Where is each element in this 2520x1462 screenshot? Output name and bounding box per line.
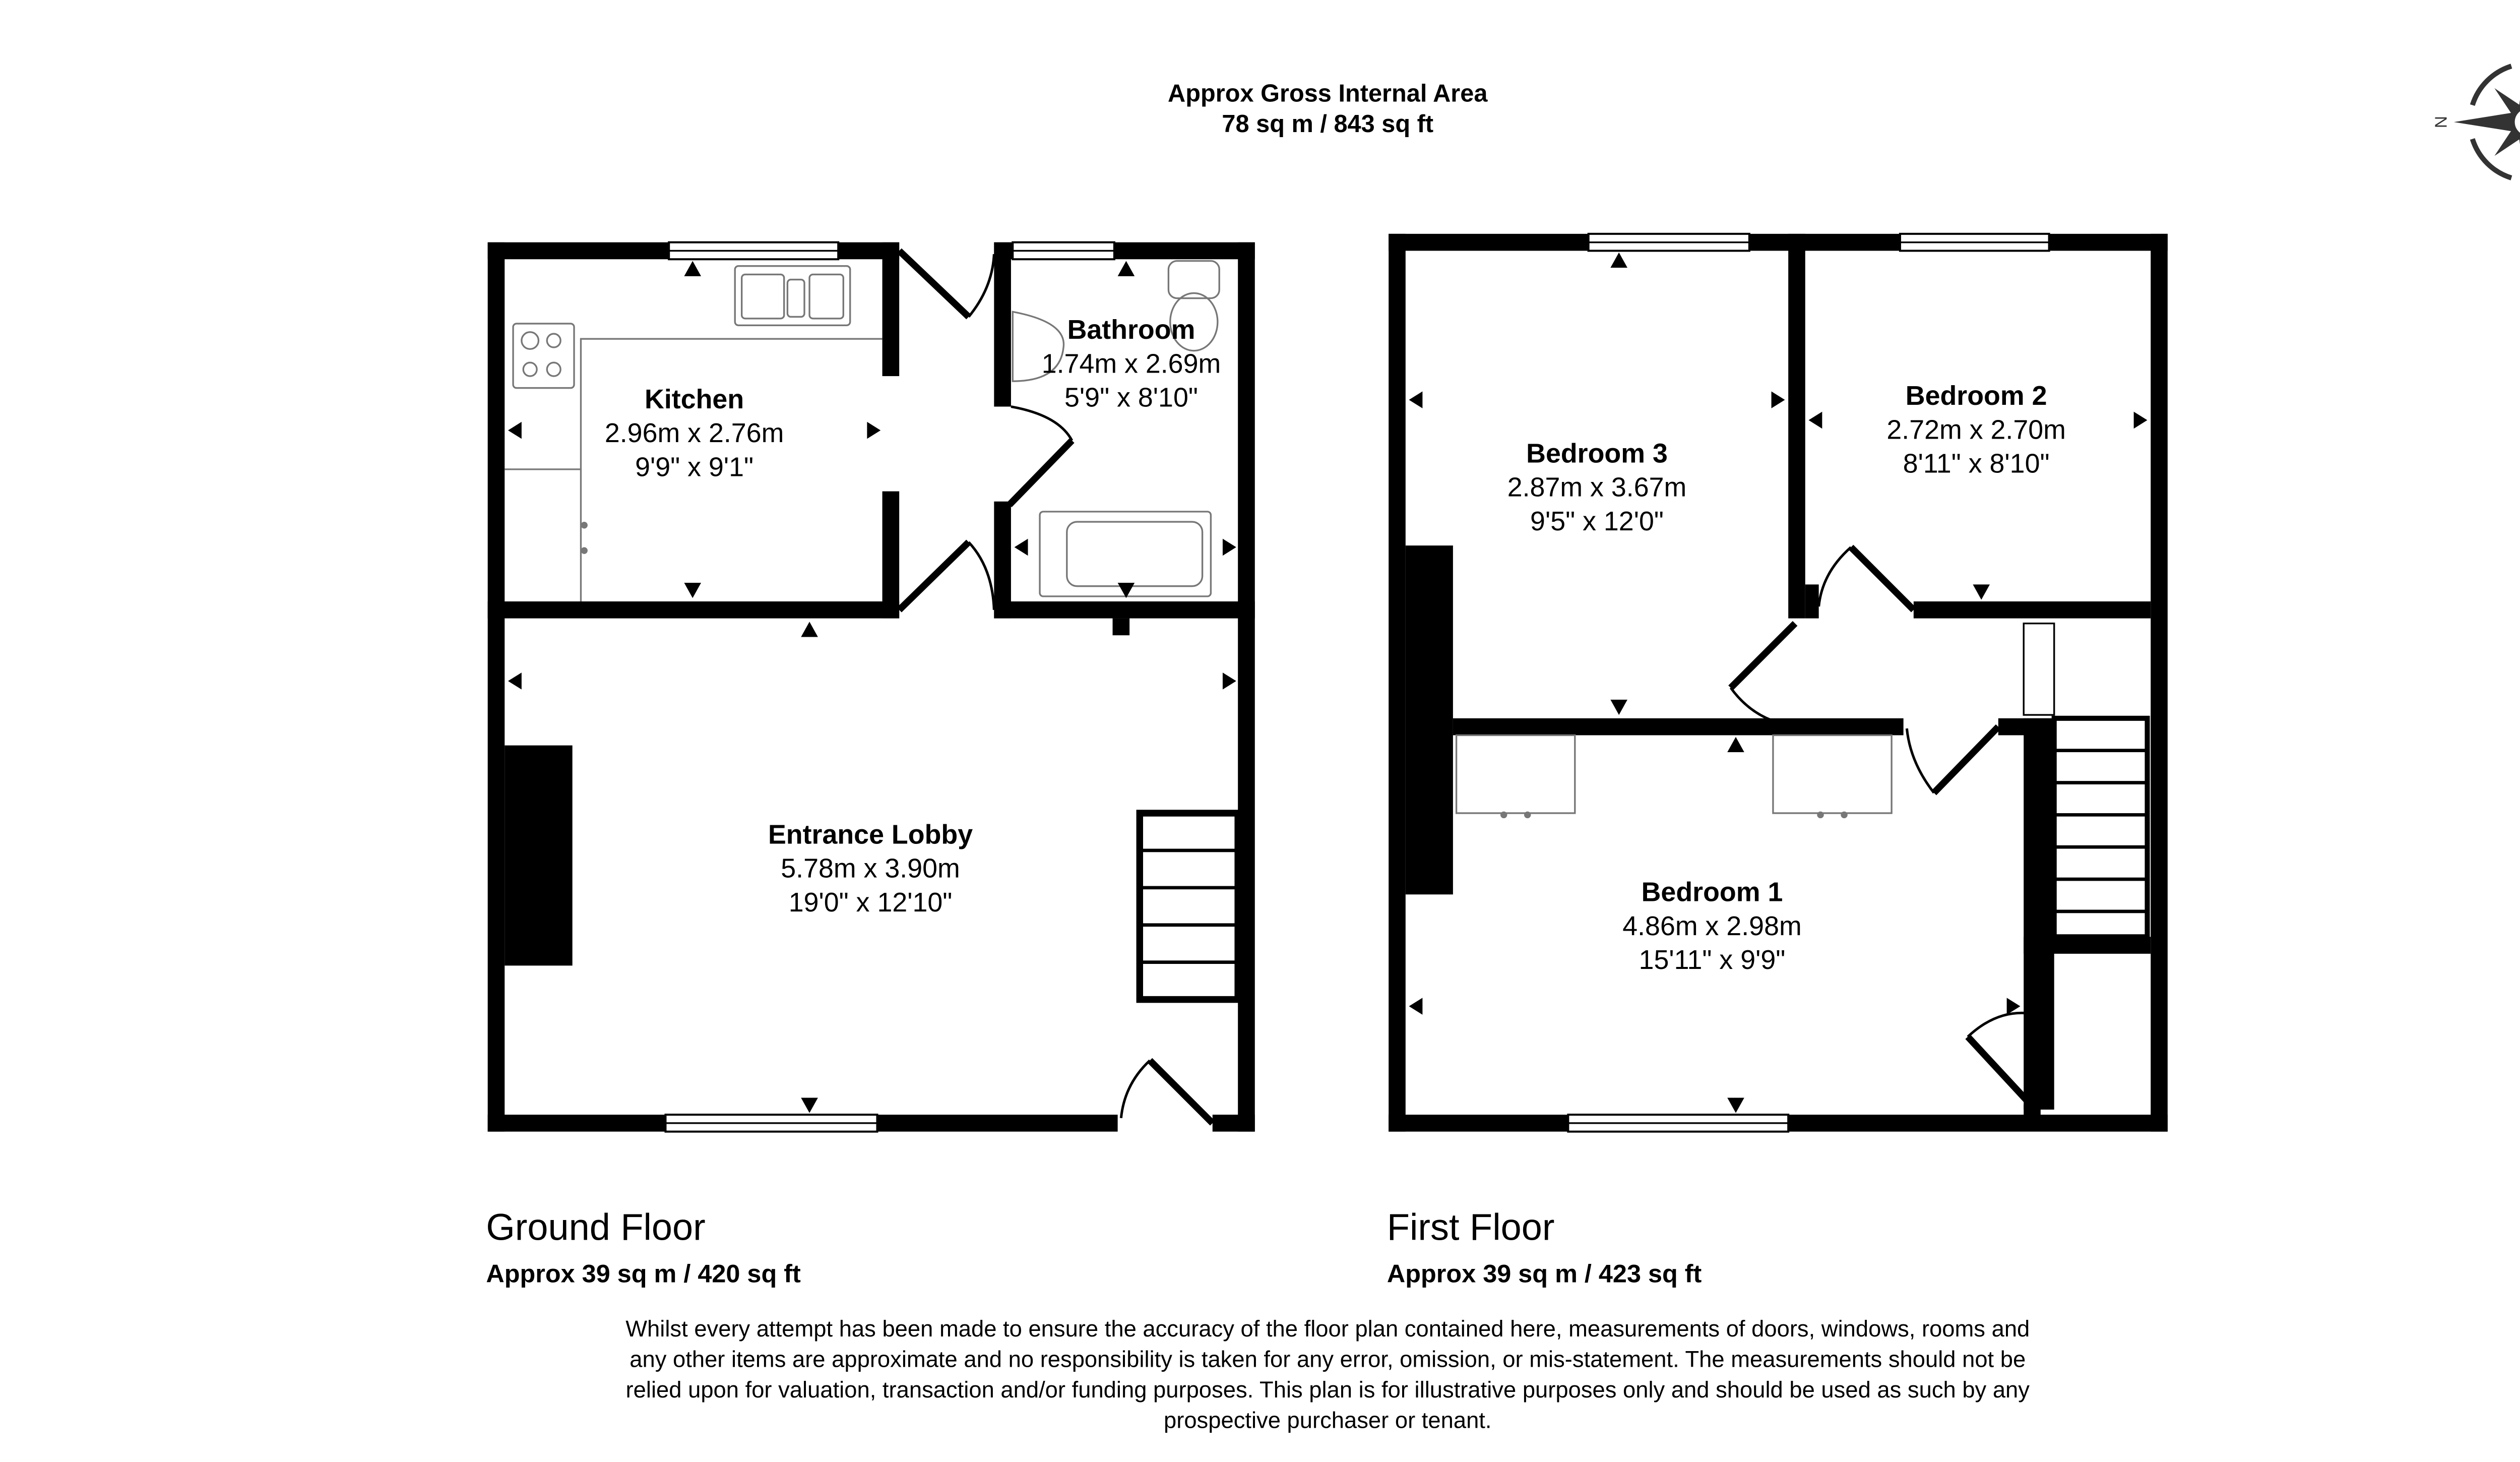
room-name-bedroom-2: Bedroom 2 [1906, 381, 2047, 411]
room-name-bedroom-3: Bedroom 3 [1526, 438, 1668, 468]
window [1899, 232, 2050, 252]
room-metric-bedroom-3: 2.87m x 3.67m [1507, 472, 1687, 503]
ground-floor-area: Approx 39 sq m / 420 sq ft [486, 1259, 801, 1288]
first-floor-area: Approx 39 sq m / 423 sq ft [1387, 1259, 1702, 1288]
measurement-arrows [508, 261, 1236, 1113]
room-metric-entrance-lobby: 5.78m x 3.90m [781, 854, 960, 884]
door [1006, 405, 1075, 508]
window [1567, 1114, 1790, 1133]
measurement-arrows [1409, 252, 2148, 1113]
front-door [1119, 1058, 1215, 1126]
disclaimer-line: Whilst every attempt has been made to en… [625, 1316, 2030, 1342]
first-floor-title: First Floor [1387, 1206, 1555, 1248]
window [668, 241, 840, 261]
door [1728, 621, 1798, 726]
compass-rose-icon: N E S W [2431, 23, 2520, 227]
room-metric-bedroom-2: 2.72m x 2.70m [1886, 414, 2066, 445]
door [1817, 544, 1916, 613]
window [1012, 241, 1115, 261]
ground-floor-plan: Kitchen 2.96m x 2.76m 9'9" x 9'1" Bathro… [487, 241, 1255, 1133]
window [1587, 232, 1750, 252]
first-floor-plan: Bedroom 3 2.87m x 3.67m 9'5" x 12'0" Bed… [1389, 232, 2168, 1133]
room-metric-kitchen: 2.96m x 2.76m [605, 418, 784, 448]
chimney-breast [1405, 545, 1453, 895]
door [897, 248, 995, 320]
room-name-entrance-lobby: Entrance Lobby [768, 819, 973, 849]
room-metric-bathroom: 1.74m x 2.69m [1042, 348, 1221, 379]
room-imperial-bedroom-2: 8'11" x 8'10" [1903, 449, 2050, 479]
compass-w: W [2519, 211, 2520, 227]
window [664, 1114, 878, 1133]
disclaimer-line: relied upon for valuation, transaction a… [626, 1377, 2030, 1403]
staircase [2051, 715, 2150, 940]
staircase [1136, 810, 1241, 1003]
room-imperial-bathroom: 5'9" x 8'10" [1064, 383, 1198, 413]
disclaimer-line: prospective purchaser or tenant. [1164, 1408, 1492, 1433]
room-imperial-kitchen: 9'9" x 9'1" [635, 452, 753, 482]
room-name-bathroom: Bathroom [1067, 315, 1195, 345]
wardrobes [1455, 734, 1893, 819]
gross-area-value: 78 sq m / 843 sq ft [1222, 110, 1433, 138]
door [1905, 724, 2001, 796]
room-name-kitchen: Kitchen [645, 384, 744, 414]
room-imperial-bedroom-3: 9'5" x 12'0" [1530, 506, 1664, 536]
room-metric-bedroom-1: 4.86m x 2.98m [1622, 911, 1802, 941]
chimney-breast [505, 745, 573, 966]
ground-floor-title: Ground Floor [486, 1206, 705, 1248]
room-name-bedroom-1: Bedroom 1 [1642, 877, 1783, 907]
room-imperial-bedroom-1: 15'11" x 9'9" [1639, 945, 1786, 975]
disclaimer: Whilst every attempt has been made to en… [625, 1316, 2030, 1433]
kitchen-worktop [505, 265, 883, 601]
compass-n: N [2431, 116, 2450, 128]
room-imperial-entrance-lobby: 19'0" x 12'10" [789, 887, 953, 918]
door [1965, 1011, 2035, 1109]
gross-area-label: Approx Gross Internal Area [1168, 80, 1488, 107]
bathroom-fixtures [1012, 260, 1220, 597]
disclaimer-line: any other items are approximate and no r… [629, 1347, 2026, 1372]
door [897, 539, 995, 613]
compass-e: E [2519, 23, 2520, 34]
